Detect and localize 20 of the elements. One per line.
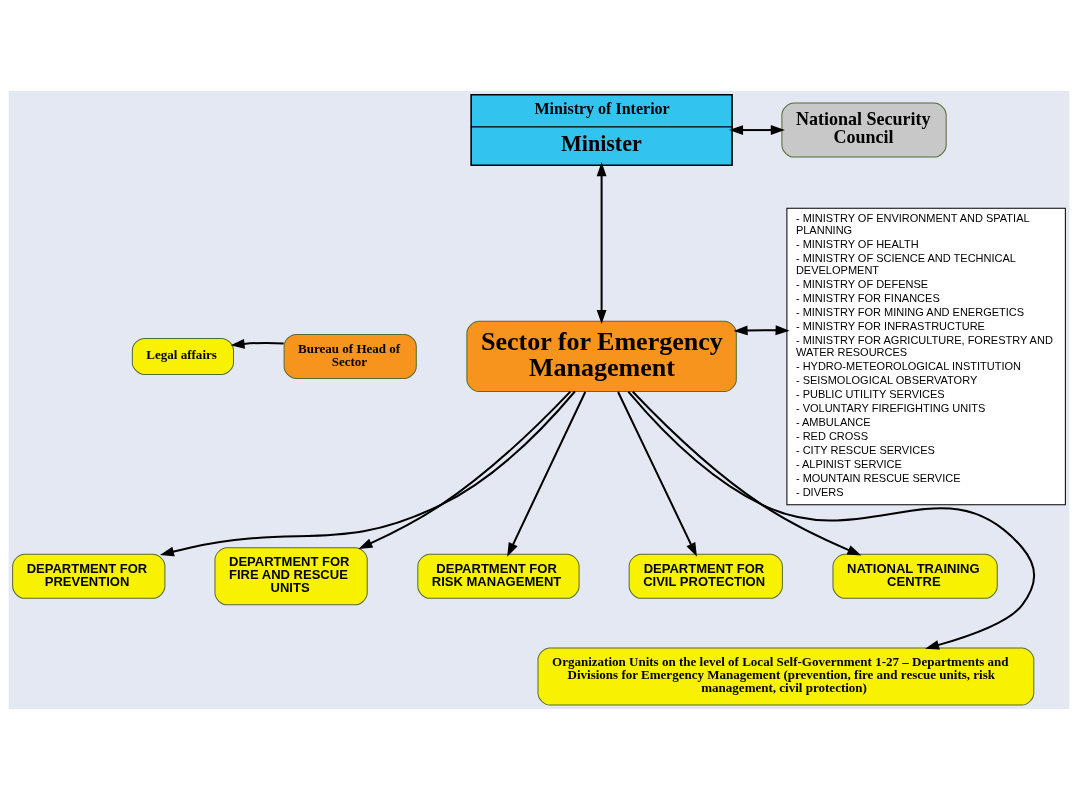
- arrow: [159, 390, 576, 556]
- arrow: [729, 124, 785, 135]
- node-box: Bureau of Head of Sector: [283, 333, 417, 379]
- node-box: DEPARTMENT FOR FIRE AND RESCUE UNITS: [214, 546, 368, 605]
- arrow: [733, 324, 790, 335]
- node-box: DEPARTMENT FOR RISK MANAGEMENT: [417, 553, 580, 599]
- arrow: [596, 161, 607, 324]
- node-box: Legal affairs: [131, 337, 234, 375]
- node-box: National Security Council: [781, 102, 947, 158]
- node-box: DEPARTMENT FOR CIVIL PROTECTION: [628, 553, 783, 599]
- arrow: [617, 390, 697, 557]
- arrow: [230, 338, 285, 349]
- node-box: NATIONAL TRAINING CENTRE: [832, 553, 998, 599]
- arrow: [507, 390, 587, 557]
- node-box: DEPARTMENT FOR PREVENTION: [12, 553, 166, 599]
- arrow: [358, 390, 572, 549]
- arrow: [631, 390, 862, 555]
- node-box: Sector for Emergency Management: [466, 320, 737, 392]
- node-box: - MINISTRY OF ENVIRONMENT AND SPATIAL PLANNING - MINISTRY OF HEALTH - MINISTRY OF SCIENCE AND TECHNICAL DEVELOPMENT - MINISTRY OF DEFENSE - MINISTRY FOR FINANCES - MINISTRY FOR MINING AND ENERGETICS - MINISTRY FOR INFRASTRUCTURE - MINISTRY FOR AGRICULTURE, FORESTRY AND WATER RESOURCES - HYDRO-METEOROLOGICAL INSTITUTION - SEISMOLOGICAL OBSERVATORY - PUBLIC UTILITY SERVICES - VOLUNTARY FIREFIGHTING UNITS - AMBULANCE - RED CROSS - CITY RESCUE SERVICES - ALPINIST SERVICE - MOUNTAIN RESCUE SERVICE - DIVERS: [786, 207, 1066, 505]
- node-box: Organization Units on the level of Local Self-Government 1-27 – Departments and Divisions for Emergency Management (prevention, fire and rescue units, risk management, civil protection): [537, 646, 1035, 705]
